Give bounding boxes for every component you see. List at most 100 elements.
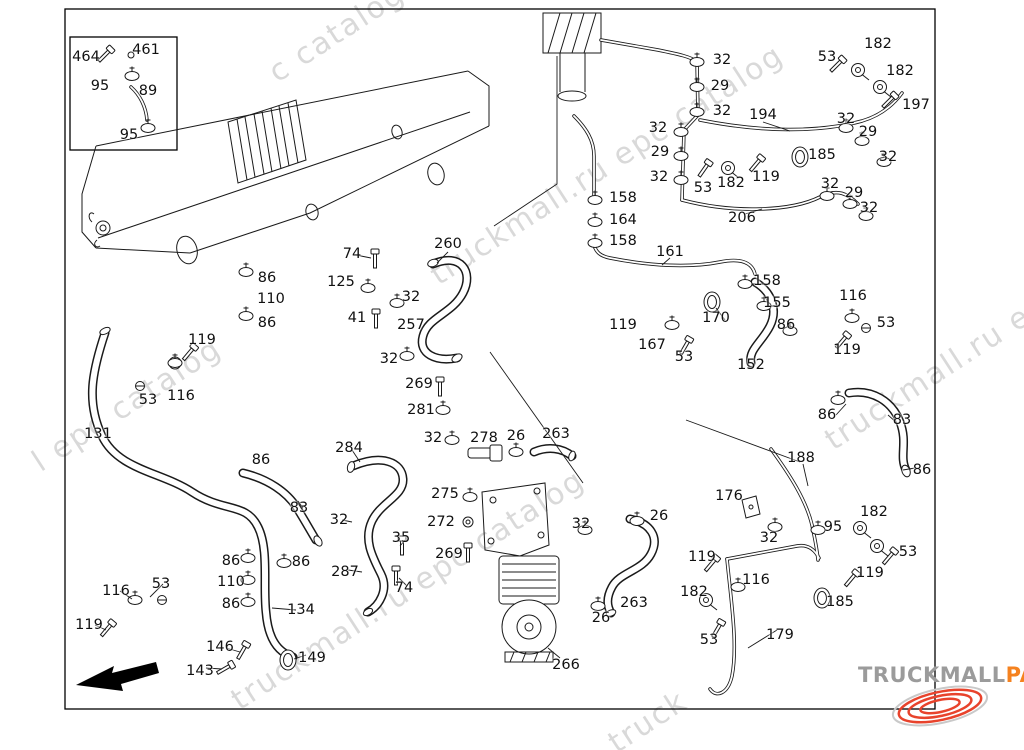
callout-29: 29: [858, 124, 878, 140]
callout-95: 95: [823, 519, 843, 535]
callout-158: 158: [609, 233, 637, 249]
callout-176: 176: [715, 488, 743, 504]
callout-167: 167: [638, 337, 666, 353]
callout-152: 152: [737, 357, 765, 373]
callout-32: 32: [759, 530, 779, 546]
callout-83: 83: [289, 500, 309, 516]
callout-53: 53: [699, 632, 719, 648]
callout-86: 86: [251, 452, 271, 468]
inset-detail-box: [69, 36, 178, 151]
callout-86: 86: [257, 270, 277, 286]
brand-logo-gray: TRUCKMALL: [858, 663, 1006, 687]
callout-32: 32: [571, 516, 591, 532]
callout-269: 269: [435, 546, 463, 562]
callout-119: 119: [856, 565, 884, 581]
callout-182: 182: [864, 36, 892, 52]
top-fitting: [542, 12, 602, 102]
callout-119: 119: [188, 332, 216, 348]
callout-95: 95: [119, 127, 139, 143]
callout-116: 116: [742, 572, 770, 588]
callout-284: 284: [335, 440, 363, 456]
callout-275: 275: [431, 486, 459, 502]
small-parts: [95, 44, 900, 677]
callout-134: 134: [287, 602, 315, 618]
callout-35: 35: [391, 530, 411, 546]
diagram-frame: [64, 8, 936, 710]
callout-95: 95: [90, 78, 110, 94]
callout-188: 188: [787, 450, 815, 466]
callout-86: 86: [912, 462, 932, 478]
callout-89: 89: [138, 83, 158, 99]
callout-119: 119: [752, 169, 780, 185]
callout-461: 461: [132, 42, 160, 58]
callout-32: 32: [329, 512, 349, 528]
callout-149: 149: [298, 650, 326, 666]
brand-logo: TRUCKMALLPARTS: [858, 663, 1024, 687]
callout-29: 29: [650, 144, 670, 160]
callout-86: 86: [257, 315, 277, 331]
callout-83: 83: [892, 412, 912, 428]
callout-32: 32: [379, 351, 399, 367]
callout-464: 464: [72, 49, 100, 65]
brand-logo-orange: PARTS: [1005, 663, 1024, 687]
callout-131: 131: [84, 426, 112, 442]
callout-179: 179: [766, 627, 794, 643]
callout-155: 155: [763, 295, 791, 311]
callout-185: 185: [808, 147, 836, 163]
callout-32: 32: [878, 149, 898, 165]
callout-158: 158: [753, 273, 781, 289]
callout-26: 26: [591, 610, 611, 626]
callout-53: 53: [898, 544, 918, 560]
callout-182: 182: [717, 175, 745, 191]
valve-cover: [81, 70, 490, 265]
callout-53: 53: [151, 576, 171, 592]
callout-146: 146: [206, 639, 234, 655]
callout-74: 74: [394, 580, 414, 596]
callout-119: 119: [75, 617, 103, 633]
callout-53: 53: [674, 349, 694, 365]
callout-272: 272: [427, 514, 455, 530]
callout-194: 194: [749, 107, 777, 123]
callout-143: 143: [186, 663, 214, 679]
callout-53: 53: [876, 315, 896, 331]
callout-116: 116: [102, 583, 130, 599]
callout-281: 281: [407, 402, 435, 418]
callout-257: 257: [397, 317, 425, 333]
callout-263: 263: [542, 426, 570, 442]
callout-119: 119: [833, 342, 861, 358]
callout-74: 74: [342, 246, 362, 262]
callout-119: 119: [688, 549, 716, 565]
callout-32: 32: [712, 103, 732, 119]
callout-263: 263: [620, 595, 648, 611]
clip-461: [127, 51, 135, 59]
callout-29: 29: [710, 78, 730, 94]
callout-53: 53: [138, 392, 158, 408]
hoses: [87, 255, 911, 662]
brand-swirl-icon: [891, 685, 989, 727]
callout-41: 41: [347, 310, 367, 326]
callout-287: 287: [331, 564, 359, 580]
callout-32: 32: [859, 200, 879, 216]
direction-arrow-icon: [76, 662, 159, 691]
callout-86: 86: [817, 407, 837, 423]
callout-26: 26: [649, 508, 669, 524]
callout-260: 260: [434, 236, 462, 252]
callout-161: 161: [656, 244, 684, 260]
callout-185: 185: [826, 594, 854, 610]
callout-182: 182: [886, 63, 914, 79]
callout-119: 119: [609, 317, 637, 333]
callout-29: 29: [844, 185, 864, 201]
callout-86: 86: [291, 554, 311, 570]
callout-86: 86: [221, 596, 241, 612]
callout-269: 269: [405, 376, 433, 392]
callout-197: 197: [902, 97, 930, 113]
leader-lines: [94, 56, 916, 670]
callout-53: 53: [693, 180, 713, 196]
callout-182: 182: [860, 504, 888, 520]
callout-32: 32: [836, 111, 856, 127]
pump-assembly: [481, 482, 560, 663]
callout-125: 125: [327, 274, 355, 290]
